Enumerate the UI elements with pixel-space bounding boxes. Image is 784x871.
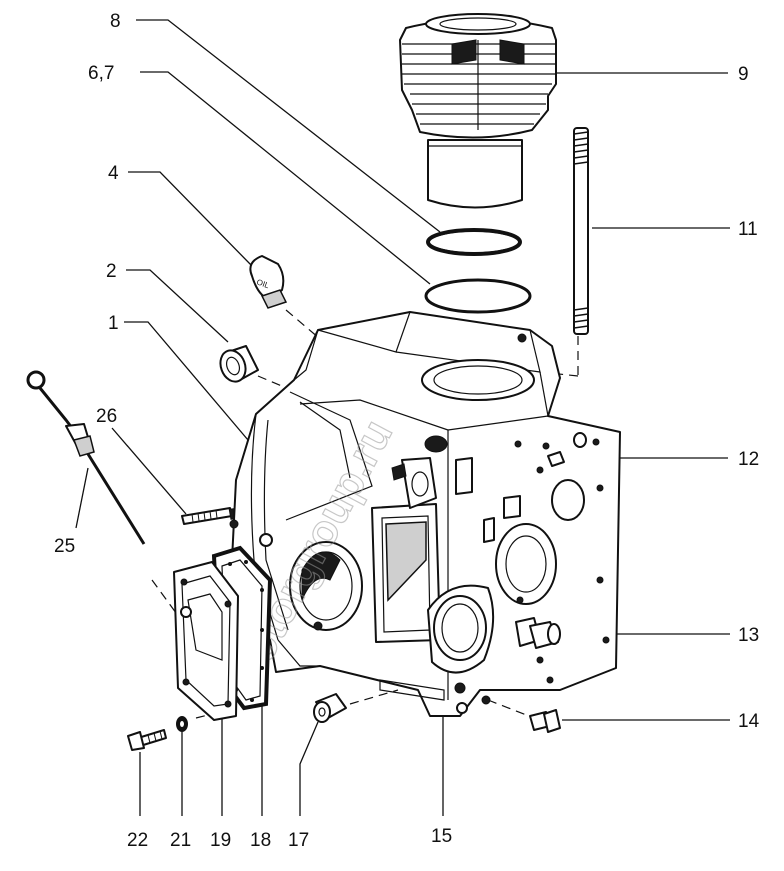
cylinder-seal-ring-8 (426, 228, 522, 256)
leader-2 (126, 269, 229, 343)
leader-25 (75, 467, 89, 529)
callout-1: 1 (108, 313, 119, 334)
oil-cap-text: OIL (255, 277, 271, 290)
callout-12: 12 (738, 449, 759, 470)
bearing-bush (219, 345, 259, 383)
oil-union (529, 621, 561, 649)
hex-bolt-14 (529, 709, 561, 733)
callout-17: 17 (288, 830, 309, 851)
callout-9: 9 (738, 64, 749, 85)
leader-4 (128, 171, 253, 267)
spring-washer (176, 716, 188, 732)
assembly-line-plug (349, 689, 399, 705)
callout-8: 8 (110, 11, 121, 32)
cylinder-barrel (399, 13, 557, 209)
callout-18: 18 (250, 830, 271, 851)
callout-6-7: 6,7 (88, 63, 114, 84)
drain-plug (313, 693, 347, 723)
callout-14: 14 (738, 711, 760, 732)
leader-26 (111, 427, 187, 515)
leader-17 (299, 721, 319, 816)
callout-19: 19 (210, 830, 231, 851)
callout-labels: 8 6,7 9 4 11 2 1 26 12 25 13 14 22 21 19… (54, 11, 760, 851)
callout-13: 13 (738, 625, 759, 646)
leader-8 (136, 19, 441, 233)
leader-1 (124, 321, 249, 441)
oil-dipstick (26, 370, 146, 545)
callout-22: 22 (127, 830, 148, 851)
callout-25: 25 (54, 536, 75, 557)
leader-67 (140, 71, 431, 285)
crankcase (229, 311, 621, 717)
cylinder-stud (573, 127, 589, 335)
assembly-line-bolt (487, 699, 535, 719)
callout-11: 11 (738, 219, 758, 240)
callout-4: 4 (108, 163, 119, 184)
callout-26: 26 (96, 406, 117, 427)
callout-21: 21 (170, 830, 191, 851)
locating-stud (547, 451, 565, 467)
callout-15: 15 (431, 826, 452, 847)
callout-2: 2 (106, 261, 117, 282)
oil-filler-cap: OIL (249, 255, 288, 309)
inspection-cover-plate (173, 561, 239, 721)
cover-screw (127, 729, 167, 751)
gasket-ring-6-7 (424, 278, 532, 314)
